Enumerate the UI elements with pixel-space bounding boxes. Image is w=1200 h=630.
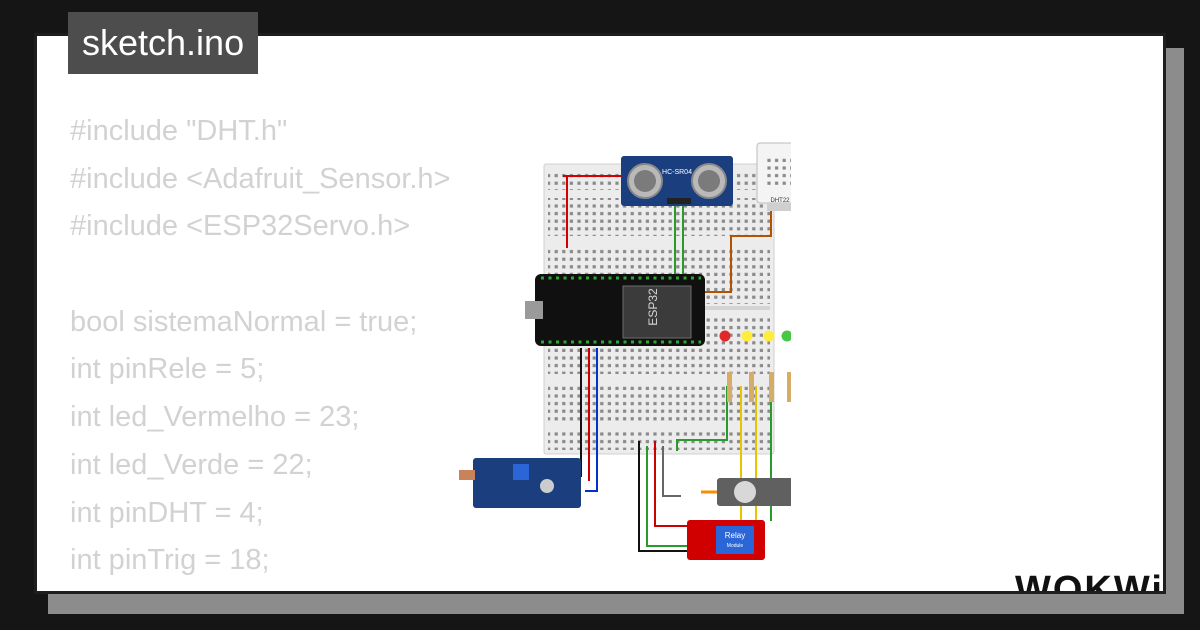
relay-label: Relay <box>725 531 745 540</box>
red-led-icon <box>719 330 731 342</box>
circuit-diagram: HC-SR04 DHT22 ESP32 <box>459 142 791 560</box>
relay-sublabel: Module <box>727 543 744 549</box>
relay-module: Relay Module <box>687 520 765 560</box>
servo-motor <box>701 478 791 506</box>
led-row <box>719 330 791 342</box>
code-line: #include <ESP32Servo.h> <box>70 210 411 243</box>
green-led-icon <box>781 330 791 342</box>
dht-label: DHT22 <box>770 198 790 204</box>
code-line: int pinDHT = 4; <box>70 496 264 529</box>
ultrasonic-sensor: HC-SR04 <box>621 156 733 206</box>
yellow-led-icon <box>741 330 753 342</box>
code-line: #include "DHT.h" <box>70 115 288 147</box>
code-line: int pinRele = 5; <box>70 353 265 386</box>
light-sensor-module <box>459 458 581 508</box>
code-line: int led_Vermelho = 23; <box>70 401 360 434</box>
esp32-label: ESP32 <box>646 288 660 326</box>
code-line: #include <Adafruit_Sensor.h> <box>70 162 451 195</box>
code-line <box>70 251 451 299</box>
dht-sensor: DHT22 <box>756 142 791 211</box>
preview-card: #include "DHT.h" #include <Adafruit_Senso… <box>34 33 1166 594</box>
wokwi-logo-text: WOKWi <box>1015 569 1164 594</box>
esp32-board: ESP32 <box>525 274 705 346</box>
wires <box>550 175 772 552</box>
file-tab[interactable]: sketch.ino <box>68 12 259 74</box>
code-line: int pinTrig = 18; <box>70 544 270 577</box>
wokwi-logo: WOKWi <box>1015 569 1164 594</box>
yellow-led-icon <box>763 330 775 342</box>
code-line: bool sistemaNormal = true; <box>70 305 418 338</box>
code-preview: #include "DHT.h" #include <Adafruit_Senso… <box>70 108 451 591</box>
code-line: int led_Verde = 22; <box>70 448 313 481</box>
ultrasonic-label: HC-SR04 <box>662 169 692 176</box>
code-line: int pinEcho = 19; <box>70 585 451 591</box>
resistors <box>727 372 791 402</box>
